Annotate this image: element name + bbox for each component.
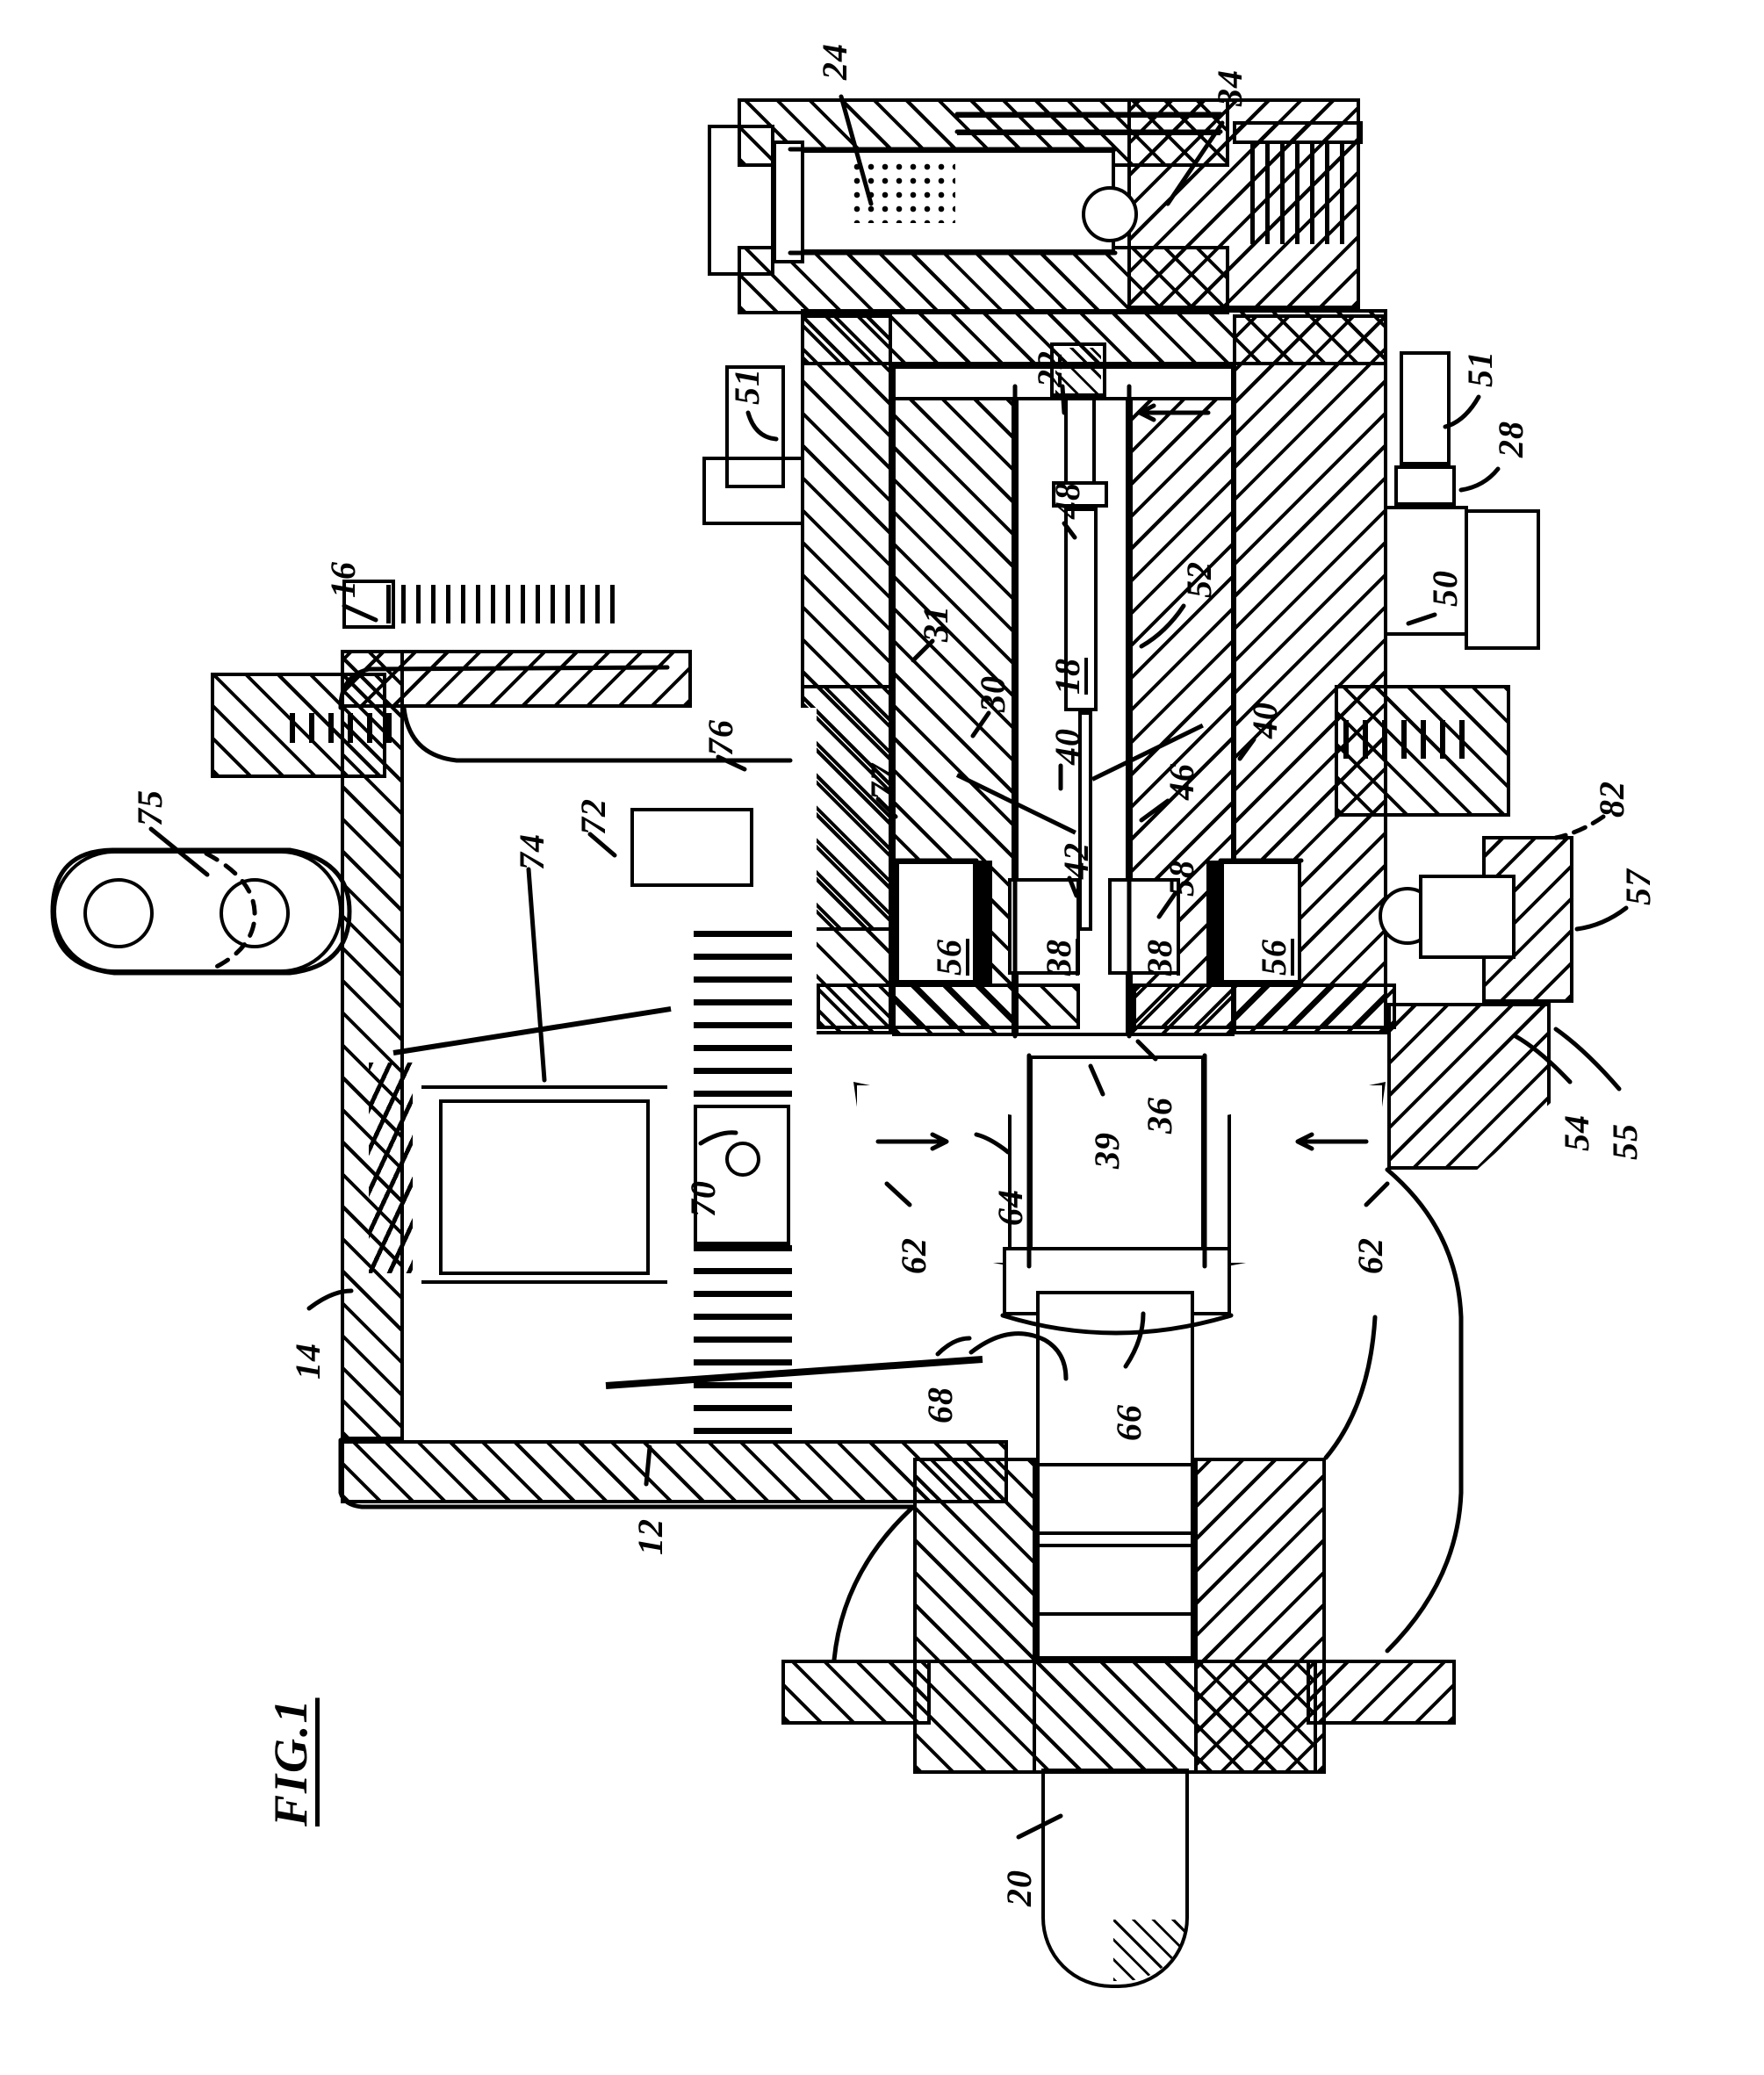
callout-77: 77 xyxy=(863,763,903,800)
callout-72: 72 xyxy=(573,798,613,835)
shaft-step-3 xyxy=(1036,1544,1194,1547)
flange-body xyxy=(913,1660,1317,1774)
callout-74: 74 xyxy=(512,833,551,870)
relief-valve-cap-left xyxy=(702,457,804,525)
flange-left xyxy=(781,1660,931,1725)
bellows-can-74 xyxy=(439,1099,650,1275)
right-housing-wall-55 xyxy=(1387,1003,1551,1170)
hex-nut-right xyxy=(1465,509,1540,650)
callout-76: 76 xyxy=(701,719,740,756)
pivot-pin-70 xyxy=(725,1142,760,1177)
callout-48: 48 xyxy=(1048,482,1087,519)
cam-deck-left xyxy=(817,983,1080,1029)
relief-valve-body-51-right xyxy=(1400,351,1451,465)
shaft-step-2 xyxy=(1036,1531,1194,1535)
housing-left-wall-14 xyxy=(341,650,404,1440)
callout-56: 56 xyxy=(1254,939,1293,976)
callout-46: 46 xyxy=(1162,763,1201,800)
right-spring-82 xyxy=(1343,720,1475,759)
callout-20: 20 xyxy=(999,1870,1039,1906)
callout-12: 12 xyxy=(630,1518,670,1555)
callout-62: 62 xyxy=(894,1237,933,1274)
plunger-rod-52 xyxy=(1064,508,1098,711)
filter-screen-stipple xyxy=(850,160,955,223)
plunger-stem-48 xyxy=(1064,397,1096,488)
callout-54: 54 xyxy=(1557,1114,1596,1151)
callout-58: 58 xyxy=(1162,860,1201,897)
callout-28: 28 xyxy=(1491,421,1530,458)
callout-75: 75 xyxy=(130,789,169,826)
callout-38: 38 xyxy=(1140,939,1179,976)
inlet-spring xyxy=(290,713,395,743)
figure-label: FIG.1 xyxy=(264,1697,317,1826)
flange-right xyxy=(1307,1660,1456,1725)
top-plug-collar xyxy=(1233,121,1363,144)
callout-14: 14 xyxy=(288,1343,328,1380)
bracket-hole-outer xyxy=(83,878,154,948)
governor-spring-70 xyxy=(694,931,792,1106)
callout-24: 24 xyxy=(815,43,854,80)
callout-66: 66 xyxy=(1109,1404,1148,1441)
callout-42: 42 xyxy=(1056,842,1096,879)
callout-52: 52 xyxy=(1179,561,1219,598)
callout-36: 36 xyxy=(1140,1097,1179,1134)
housing-bottom-wall-12 xyxy=(341,1440,1008,1503)
callout-64: 64 xyxy=(990,1189,1030,1226)
callout-50: 50 xyxy=(1425,570,1465,607)
feed-fitting-threads-16 xyxy=(386,585,615,623)
top-housing-lower xyxy=(738,246,1229,314)
top-bore-liner xyxy=(773,140,804,263)
bellows-top-plate xyxy=(421,1085,667,1089)
right-bore-54 xyxy=(1419,875,1516,959)
shaft-step-1 xyxy=(1036,1463,1194,1466)
callout-16: 16 xyxy=(323,561,363,598)
ball-check-24 xyxy=(1082,186,1138,242)
relief-valve-neck-28 xyxy=(1394,465,1456,506)
drive-shaft-66 xyxy=(1036,1291,1194,1660)
plunger-collar xyxy=(1052,481,1108,508)
governor-spring-70-lower xyxy=(694,1245,792,1447)
callout-39: 39 xyxy=(1087,1132,1127,1169)
top-rod-2 xyxy=(957,132,1220,135)
callout-51: 51 xyxy=(727,368,767,405)
callout-82: 82 xyxy=(1592,781,1631,818)
barrel-seal-left xyxy=(976,861,992,983)
shaft-step-4 xyxy=(1036,1612,1194,1616)
callout-40: 40 xyxy=(1048,728,1087,765)
callout-70: 70 xyxy=(683,1180,723,1217)
port-channel-46 xyxy=(1078,711,1092,931)
callout-57: 57 xyxy=(1618,868,1658,905)
callout-30: 30 xyxy=(973,675,1012,712)
shaft-tail-keyway xyxy=(1113,1920,1185,1981)
callout-22: 22 xyxy=(1030,350,1069,387)
delivery-valve-holder-22 xyxy=(1050,342,1106,397)
top-hex-nut xyxy=(708,125,774,276)
bellows-bottom-plate xyxy=(421,1280,667,1284)
bracket-hole-inner xyxy=(220,878,290,948)
callout-40: 40 xyxy=(1245,702,1285,738)
return-spring-left xyxy=(369,1063,413,1273)
callout-38: 38 xyxy=(1039,939,1078,976)
callout-51: 51 xyxy=(1460,350,1500,387)
barrel-seal-right xyxy=(1206,861,1222,983)
callout-55: 55 xyxy=(1605,1123,1645,1160)
servo-piston-76 xyxy=(630,808,753,887)
top-threaded-plug-34 xyxy=(1250,140,1354,244)
flyweight-right-62 xyxy=(1228,1082,1386,1266)
relief-valve-body-51-left xyxy=(725,365,785,488)
callout-18: 18 xyxy=(1048,658,1087,695)
callout-34: 34 xyxy=(1210,69,1249,106)
top-rod xyxy=(957,114,1220,118)
callout-62: 62 xyxy=(1350,1237,1390,1274)
cam-deck-right xyxy=(1133,983,1396,1029)
callout-56: 56 xyxy=(929,939,968,976)
callout-68: 68 xyxy=(920,1387,960,1423)
callout-31: 31 xyxy=(916,605,955,642)
housing-top-wall xyxy=(341,650,692,708)
